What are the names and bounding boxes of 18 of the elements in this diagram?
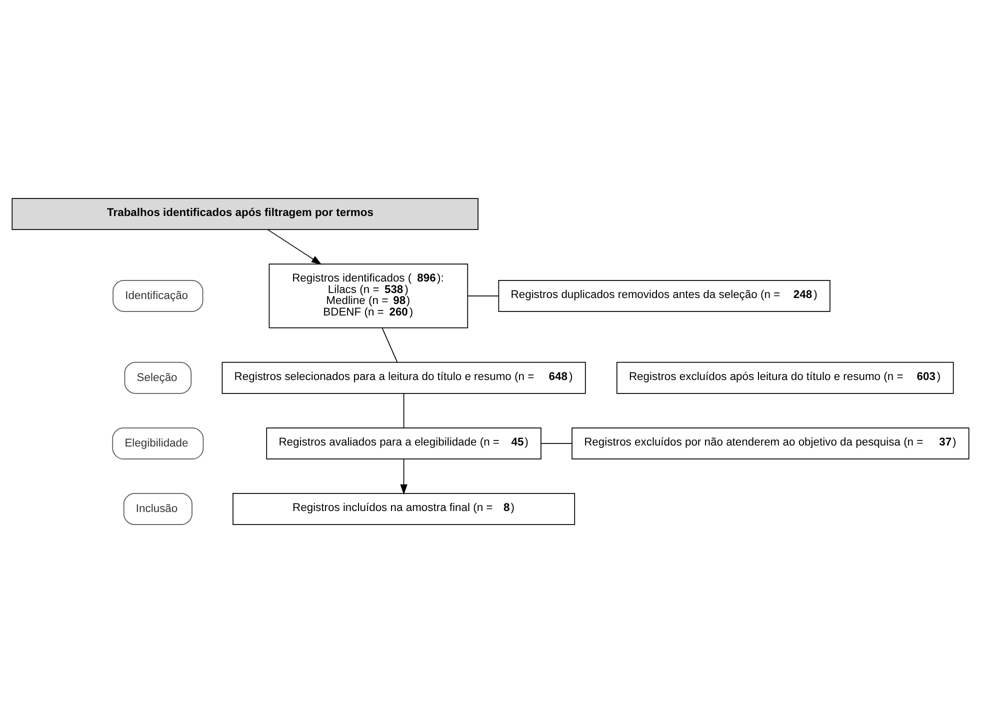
node-box: Identificação [112, 279, 204, 312]
node-box: Registros identificados (896): Lilacs (n = 538) Medline (n = 98) BDENF (n = 260) [268, 263, 468, 328]
node-box: Registros avaliados para a elegibilidade (n = 45) [266, 427, 542, 459]
node-box: Seleção [124, 361, 192, 394]
node-box: Registros incluídos na amostra final (n = 8) [232, 492, 576, 524]
arrow [400, 458, 408, 494]
node-box: Trabalhos identificados após filtragem por termos [12, 198, 478, 230]
connector [403, 392, 404, 428]
connector [382, 327, 398, 362]
node-box: Inclusão [123, 492, 192, 524]
node-box: Registros duplicados removidos antes da seleção (n = 248) [498, 279, 830, 312]
node-box: Registros excluídos após leitura do título e resumo (n = 603) [616, 361, 954, 394]
connector [467, 295, 499, 296]
connector [540, 442, 572, 444]
node-box: Elegibilidade [112, 427, 204, 459]
node-box: Registros selecionados para a leitura do título e resumo (n = 648) [222, 361, 586, 394]
node-box: Registros excluídos por não atenderem ao objetivo da pesquisa (n = 37) [572, 427, 970, 459]
arrow [267, 228, 322, 264]
